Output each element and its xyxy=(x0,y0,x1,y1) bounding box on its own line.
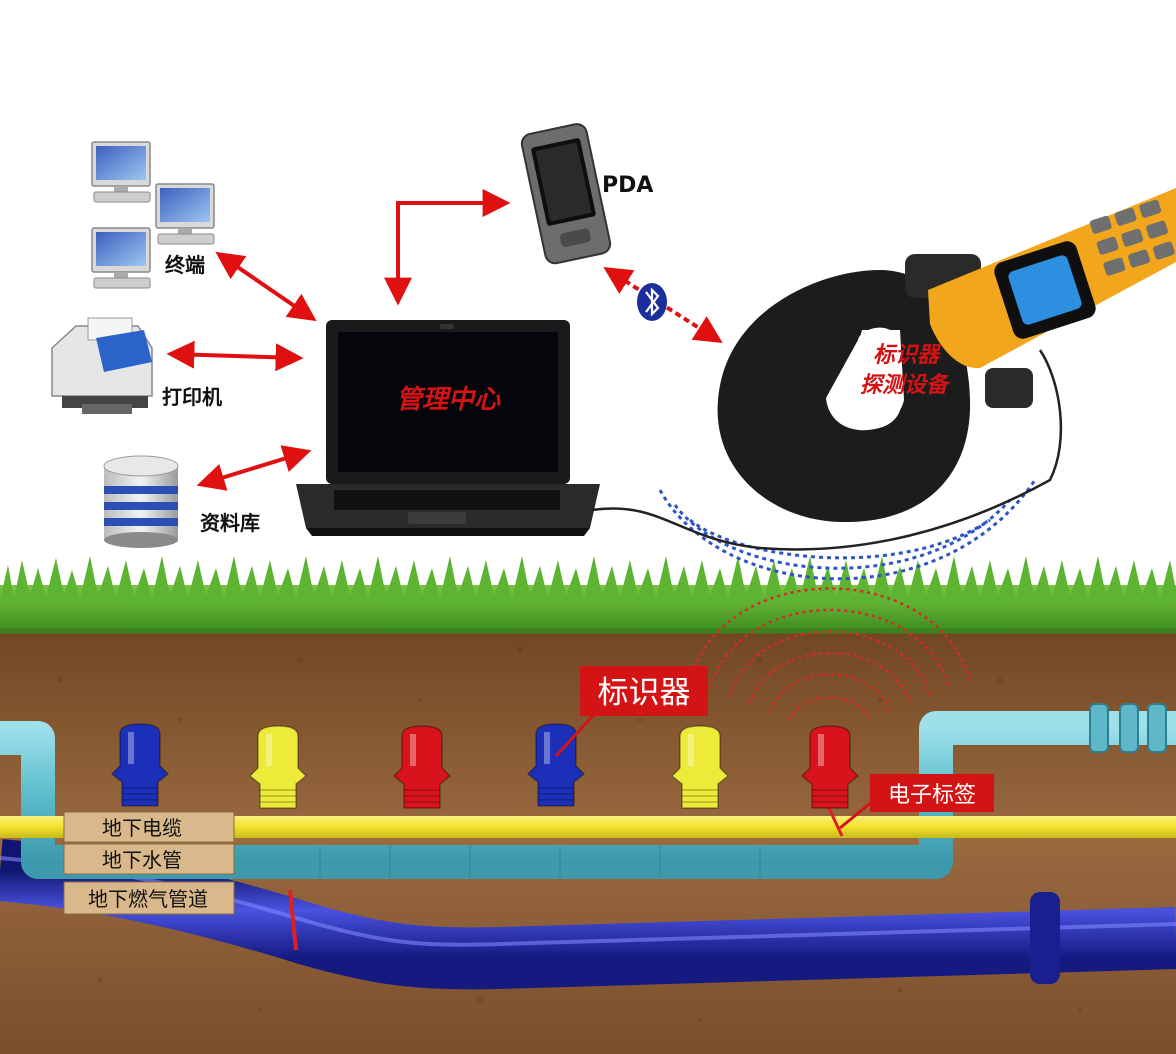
management-center-label: 管理中心 xyxy=(396,385,501,415)
gas-pipe-tag-wire xyxy=(288,889,298,951)
electronic-tag-callout-text: 电子标签 xyxy=(888,783,976,808)
marker-row xyxy=(110,723,860,809)
bluetooth-icon xyxy=(637,283,667,321)
arrow-laptop-pda xyxy=(384,189,511,306)
marker-blue xyxy=(526,723,586,807)
database-icon xyxy=(103,455,179,548)
pipe-label-cable-text: 地下电缆 xyxy=(102,816,182,840)
pda-icon xyxy=(520,123,612,265)
desktop-computer-icon xyxy=(91,141,215,289)
terminal-label: 终端 xyxy=(165,253,205,277)
usb-cable xyxy=(591,349,1063,551)
marker-yellow xyxy=(248,725,308,809)
marker-red xyxy=(800,725,860,809)
cable-tag-wire xyxy=(826,805,844,837)
soil-texture xyxy=(57,647,1102,1022)
cable xyxy=(0,805,1176,838)
detector-label-line2: 探测设备 xyxy=(860,373,951,398)
arrow-terminal xyxy=(215,251,317,322)
grass xyxy=(0,556,1176,634)
pipe-label-water-text: 地下水管 xyxy=(102,848,182,872)
gas-pipe-joint xyxy=(1030,892,1060,984)
detector-icon xyxy=(717,188,1176,523)
marker-blue xyxy=(110,723,170,807)
pipe-label-gas: 地下燃气管道 xyxy=(63,881,235,915)
pda-label: PDA xyxy=(602,173,653,198)
electronic-tag-callout: 电子标签 xyxy=(839,774,994,830)
database-label: 资料库 xyxy=(200,511,260,535)
water-pipe xyxy=(0,703,1176,879)
pipe-label-cable: 地下电缆 xyxy=(63,811,235,843)
detector-signal-waves-blue xyxy=(658,479,1037,581)
marker-yellow xyxy=(670,725,730,809)
printer-icon xyxy=(51,317,153,414)
printer-label: 打印机 xyxy=(162,385,222,409)
marker-callout-text: 标识器 xyxy=(598,675,691,711)
marker-red xyxy=(392,725,452,809)
laptop-icon xyxy=(296,320,600,536)
pipe-label-gas-text: 地下燃气管道 xyxy=(88,887,208,911)
marker-callout: 标识器 xyxy=(554,666,708,758)
arrow-database xyxy=(196,445,312,491)
arrow-printer xyxy=(166,340,304,372)
marker-signal-waves-red xyxy=(688,587,972,721)
detector-label-line1: 标识器 xyxy=(873,343,942,368)
water-pipe-valve xyxy=(1089,703,1167,753)
pipe-label-water: 地下水管 xyxy=(63,843,235,875)
